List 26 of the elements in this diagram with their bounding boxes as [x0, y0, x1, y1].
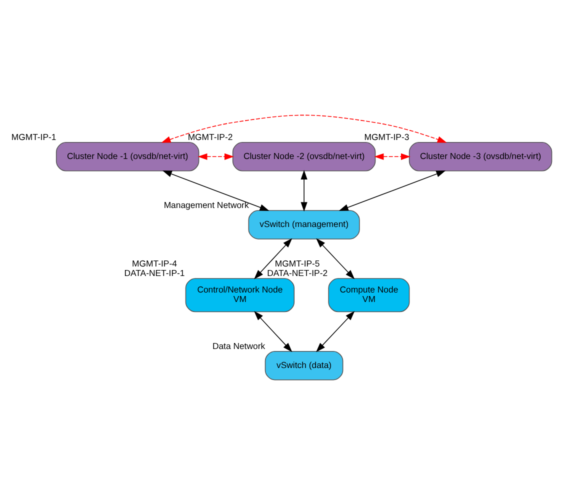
- node-box: Control/Network Node VM: [185, 278, 295, 312]
- node-label: DATA-NET-IP-1: [124, 268, 185, 278]
- node-box: Cluster Node -3 (ovsdb/net-virt): [408, 142, 552, 171]
- node-label: Management Network: [164, 199, 249, 210]
- arrow: [161, 114, 447, 142]
- arrow: [300, 170, 308, 212]
- arrow: [316, 310, 355, 352]
- node-box: Cluster Node -1 (ovsdb/net-virt): [56, 142, 200, 171]
- node-label: MGMT-IP-4: [132, 258, 177, 268]
- arrow: [338, 170, 446, 210]
- node-box: vSwitch (data): [264, 350, 344, 380]
- node-box: vSwitch (management): [248, 210, 360, 239]
- arrow: [254, 310, 292, 352]
- node-label: MGMT-IP-2: [188, 131, 233, 142]
- node-box: Cluster Node -2 (ovsdb/net-virt): [232, 142, 376, 171]
- node-label: DATA-NET-IP-2: [267, 268, 328, 278]
- node-label: MGMT-IP-5: [274, 258, 320, 268]
- arrow: [374, 152, 410, 160]
- arrow: [316, 238, 355, 279]
- node-label: Data Network: [212, 340, 266, 350]
- arrow: [198, 152, 234, 160]
- node-label: MGMT-IP-1: [11, 131, 56, 142]
- arrow: [254, 238, 292, 279]
- node-label: MGMT-IP-3: [364, 131, 410, 142]
- node-box: Compute Node VM: [328, 278, 410, 312]
- arrow: [162, 170, 270, 210]
